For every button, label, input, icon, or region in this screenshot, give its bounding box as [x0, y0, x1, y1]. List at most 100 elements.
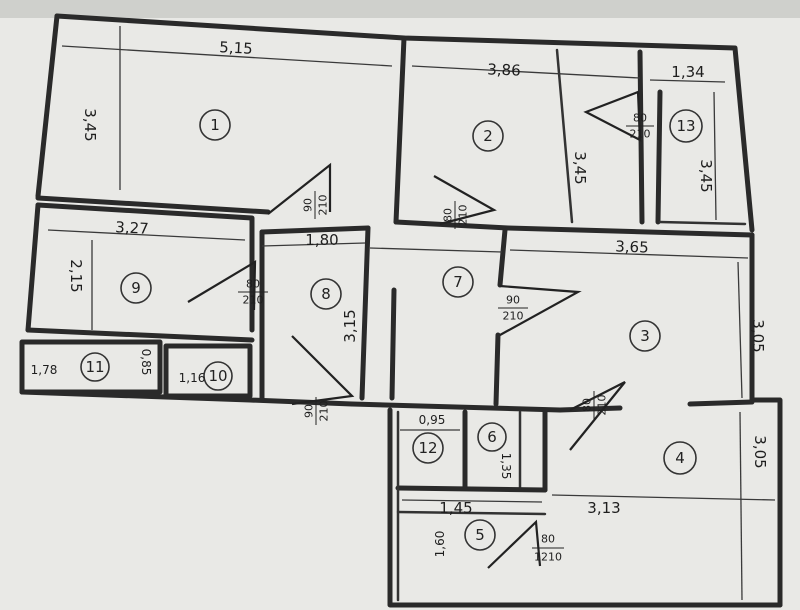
- dim-515: 5,15: [219, 38, 253, 58]
- room-9: 9: [120, 272, 152, 304]
- wall-7-3-lower: [493, 332, 501, 407]
- dim-315: 3,15: [341, 309, 359, 342]
- room-5: 5: [464, 519, 496, 551]
- room-1-number: 1: [210, 116, 220, 134]
- corridor-top-wall: [393, 219, 511, 231]
- wall-2-13: [637, 49, 645, 225]
- door-9-label: 80 210: [238, 278, 268, 307]
- left-block-south-wall: [19, 389, 355, 407]
- door-9-height: 210: [243, 294, 264, 307]
- door-swings: [187, 90, 642, 569]
- room-6-circle: [477, 422, 507, 452]
- door-swing-7: [499, 284, 582, 336]
- door-5-label: 80 1210: [532, 533, 564, 564]
- room1-south-wall: [35, 195, 271, 215]
- room-13-number: 13: [676, 117, 695, 135]
- room5-top-line: [396, 510, 547, 516]
- dim-line-corr: [369, 247, 503, 253]
- dim-215: 2,15: [67, 259, 85, 292]
- door-2-label: 80 210: [442, 201, 470, 229]
- room-8: 8: [310, 278, 342, 310]
- dim-line-145: [401, 499, 543, 503]
- room-8-circle: [310, 278, 342, 310]
- room-6: 6: [477, 422, 507, 452]
- door-13-label: 80 210: [626, 112, 654, 141]
- door-13-height: 210: [630, 128, 651, 141]
- dim-line-515: [61, 45, 393, 67]
- room-2: 2: [472, 120, 504, 152]
- door-7-label: 90 210: [498, 294, 528, 323]
- door-5-height: 1210: [534, 551, 562, 564]
- room3-top-wall: [505, 225, 755, 238]
- dim-327: 3,27: [115, 218, 149, 238]
- outer-wall-south: [387, 407, 783, 608]
- dim-134: 1,34: [671, 63, 704, 81]
- dim-line-327: [47, 229, 246, 241]
- door-2-width: 80: [442, 208, 455, 222]
- door-4-width: 80: [581, 398, 594, 412]
- door-swing-13: [583, 90, 642, 142]
- dim-line-305b: [739, 411, 743, 601]
- door-7-height: 210: [503, 310, 524, 323]
- room-11: 11: [80, 352, 110, 382]
- door-swing-1: [267, 162, 332, 215]
- outer-wall-top: [54, 13, 755, 233]
- dim-line-134: [649, 79, 726, 83]
- room-4-circle: [663, 441, 697, 475]
- dim-313: 3,13: [587, 499, 620, 517]
- door-swing-2: [433, 175, 497, 226]
- dim-178: 1,78: [31, 363, 58, 377]
- dim-345-room13: 3,45: [697, 159, 715, 192]
- room9-top-wall: [35, 202, 255, 333]
- wall-3-4-right: [687, 399, 755, 407]
- room1-west-wall: [35, 13, 60, 199]
- door-1-width: 90: [302, 198, 315, 212]
- room10-walls: [163, 343, 253, 399]
- door-4-height: 210: [596, 395, 609, 416]
- door-13-width: 80: [633, 112, 647, 125]
- door-5-width: 80: [541, 533, 555, 546]
- door-swing-5: [487, 519, 542, 569]
- room-11-circle: [80, 352, 110, 382]
- dim-line-305a: [737, 261, 743, 399]
- room-13: 13: [669, 109, 703, 143]
- door-1-height: 210: [317, 195, 330, 216]
- wall-8-7: [359, 225, 371, 401]
- paper-top-shadow: [0, 0, 800, 18]
- room9-west-wall: [25, 202, 41, 333]
- dim-line-180: [261, 242, 366, 247]
- room-8-number: 8: [321, 285, 331, 303]
- room-1-circle: [199, 109, 231, 141]
- room-13-circle: [669, 109, 703, 143]
- room-9-circle: [120, 272, 152, 304]
- room-6-number: 6: [487, 428, 497, 446]
- dimension-lines: [47, 26, 776, 601]
- room12-south-wall: [395, 485, 548, 493]
- room13-south-wall: [658, 220, 747, 226]
- door-2-height: 210: [457, 205, 470, 226]
- walls: [19, 13, 783, 608]
- dim-345-room2: 3,45: [571, 151, 589, 184]
- door-swing-9: [187, 260, 257, 311]
- room-2-number: 2: [483, 127, 493, 145]
- room-5-number: 5: [475, 526, 485, 544]
- dim-345-room1: 3,45: [81, 108, 99, 141]
- room-5-circle: [464, 519, 496, 551]
- room-12: 12: [412, 432, 444, 464]
- door-9-width: 80: [246, 278, 260, 291]
- dim-line-386: [411, 65, 641, 79]
- dim-386: 3,86: [487, 60, 521, 79]
- door-4-label: 80 210: [581, 391, 609, 419]
- dim-135: 1,35: [499, 453, 513, 480]
- room-2-circle: [472, 120, 504, 152]
- room-7: 7: [442, 266, 474, 298]
- dim-305-room3: 3,05: [749, 319, 767, 352]
- door-swing-8: [291, 335, 355, 406]
- room7-inner-wall: [389, 287, 397, 401]
- door-labels: 90 210 80 210 80 210 80 210 90 210 90 21…: [238, 112, 654, 564]
- dim-line-13-v: [713, 91, 717, 221]
- room-4-number: 4: [675, 449, 685, 467]
- room-10-circle: [203, 361, 233, 391]
- door-8-width: 90: [303, 404, 316, 418]
